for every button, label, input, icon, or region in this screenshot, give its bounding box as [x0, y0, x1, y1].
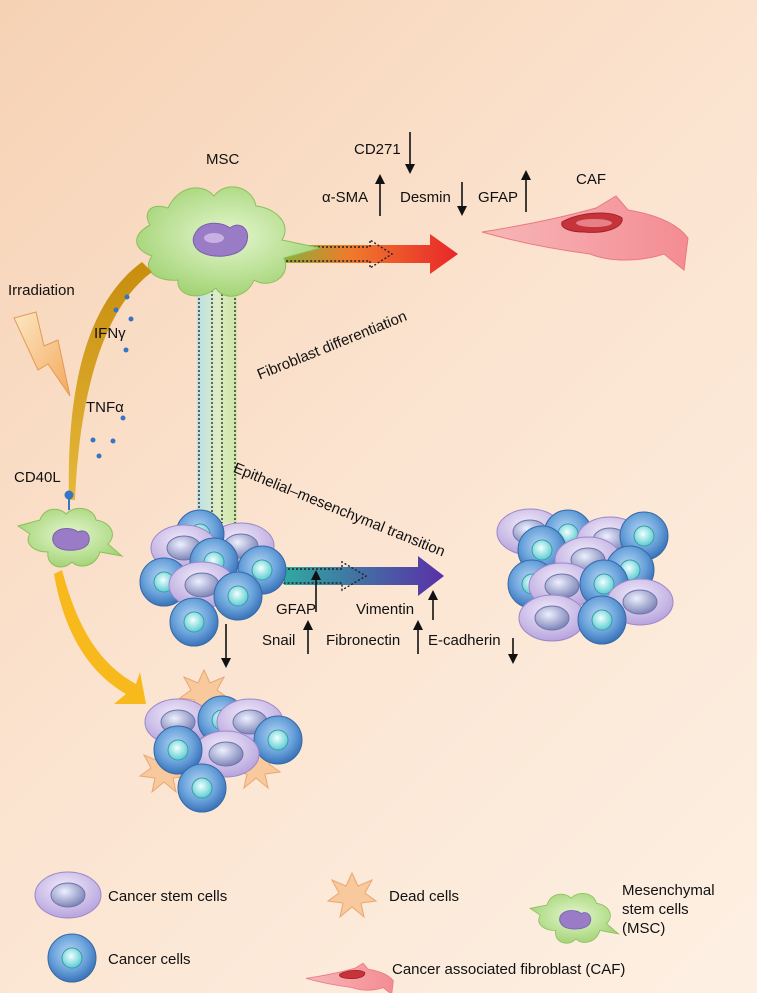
- cd40l-signal-arc: [68, 262, 152, 500]
- legend-caf-icon: [305, 962, 394, 993]
- bottom-marker-arrows: [303, 570, 518, 664]
- cd40l-label: CD40L: [14, 469, 61, 486]
- caf-label: CAF: [576, 171, 606, 188]
- marker-gfap-top: GFAP: [478, 189, 519, 206]
- ifn-gamma-label: IFNγ: [94, 325, 126, 342]
- dead-cell-cluster: [139, 669, 303, 813]
- marker-snail: Snail: [262, 632, 296, 649]
- legend-cancer-cell-icon: [47, 933, 97, 983]
- legend-graphics: [34, 871, 620, 993]
- legend-cancer-cells: Cancer cells: [108, 951, 191, 968]
- irradiation-label: Irradiation: [8, 282, 75, 299]
- marker-gfap-bottom: GFAP: [276, 601, 317, 618]
- mesenchymal-cluster: [496, 508, 674, 645]
- legend-stem-cell-icon: [34, 871, 102, 919]
- legend-cancer-stem-cells: Cancer stem cells: [108, 888, 228, 905]
- legend-dead-cells: Dead cells: [389, 888, 460, 905]
- irradiation-bolt-icon: [13, 311, 71, 397]
- marker-cd271: CD271: [354, 141, 401, 158]
- marker-desmin: Desmin: [400, 189, 451, 206]
- cd40l-receptor: [64, 490, 74, 510]
- legend-dead-cell-icon: [327, 872, 377, 918]
- tnf-alpha-label: TNFα: [86, 399, 124, 416]
- legend-msc-line1: Mesenchymal: [622, 882, 715, 899]
- msc-cell: [136, 186, 321, 297]
- emt-arrow: [283, 556, 444, 596]
- msc-label: MSC: [206, 151, 240, 168]
- small-msc-cell: [16, 507, 124, 568]
- top-marker-arrows: [375, 132, 531, 216]
- legend-msc-icon: [529, 892, 620, 944]
- left-cancer-cluster: [139, 509, 287, 647]
- legend-msc-line2: stem cells: [622, 901, 689, 918]
- legend-caf: Cancer associated fibroblast (CAF): [392, 961, 626, 978]
- caf-cell: [481, 195, 689, 271]
- marker-ecadherin: E-cadherin: [428, 632, 501, 649]
- marker-fibronectin: Fibronectin: [326, 632, 401, 649]
- cytokine-dots: [90, 294, 134, 459]
- marker-vimentin: Vimentin: [356, 601, 415, 618]
- yellow-arrow: [54, 570, 146, 704]
- death-arrow: [221, 624, 231, 668]
- msc-emt-connection: [197, 278, 237, 523]
- marker-asma: α-SMA: [322, 189, 369, 206]
- legend-msc-line3: (MSC): [622, 920, 666, 937]
